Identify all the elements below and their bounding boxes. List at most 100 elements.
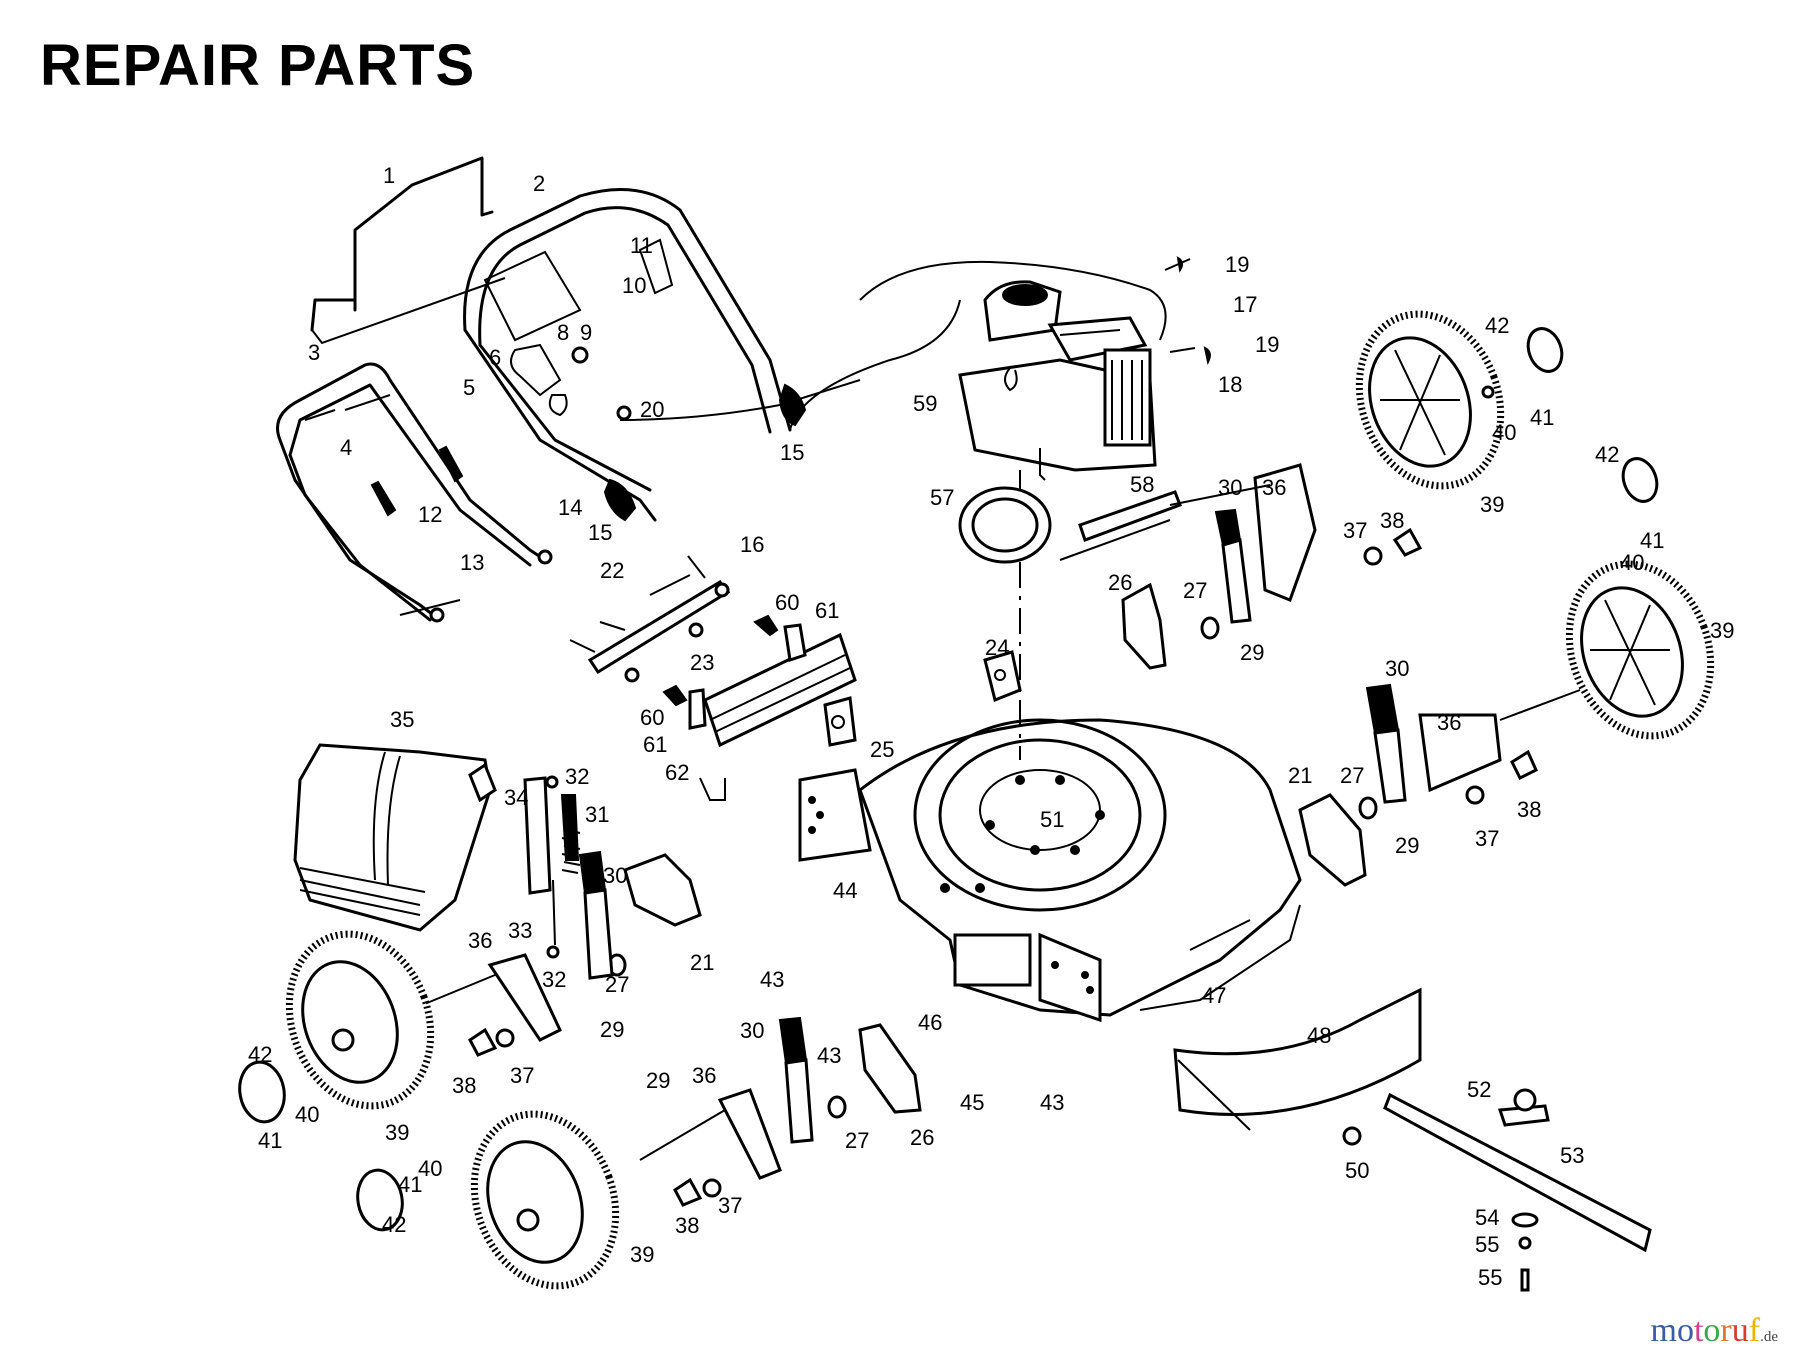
- leader-line: [1059, 519, 1171, 561]
- watermark-letter: o: [1676, 1312, 1694, 1349]
- part-bolts-38: [468, 527, 1538, 1207]
- callout-29a: 29: [1240, 640, 1264, 665]
- callout-42a: 42: [1485, 313, 1509, 338]
- callout-29c: 29: [600, 1017, 624, 1042]
- part-spring-31: [561, 829, 581, 874]
- callout-60b: 60: [640, 705, 664, 730]
- callout-6: 6: [489, 345, 501, 370]
- callout-36b: 36: [1437, 710, 1461, 735]
- callout-39c: 39: [385, 1120, 409, 1145]
- callout-42c: 42: [248, 1042, 272, 1067]
- callout-17: 17: [1233, 292, 1257, 317]
- callout-30a: 30: [1218, 475, 1242, 500]
- callout-43c: 43: [1040, 1090, 1064, 1115]
- callout-40d: 40: [418, 1156, 442, 1181]
- callout-2: 2: [533, 171, 545, 196]
- callout-38a: 38: [1380, 508, 1404, 533]
- callout-32b: 32: [542, 967, 566, 992]
- callout-27b: 27: [1340, 763, 1364, 788]
- callout-45: 45: [960, 1090, 984, 1115]
- callout-3: 3: [308, 340, 320, 365]
- callout-57: 57: [930, 485, 954, 510]
- callout-26a: 26: [1108, 570, 1132, 595]
- callout-40b: 40: [1620, 550, 1644, 575]
- callout-39a: 39: [1480, 492, 1504, 517]
- part-axle-brackets: [409, 463, 1581, 1180]
- callout-43a: 43: [760, 967, 784, 992]
- part-levers: [578, 508, 1407, 1144]
- callout-40a: 40: [1492, 420, 1516, 445]
- callout-34: 34: [504, 785, 528, 810]
- callout-50: 50: [1345, 1158, 1369, 1183]
- callout-37b: 37: [1475, 826, 1499, 851]
- part-58: [1078, 490, 1182, 542]
- watermark-letter: m: [1650, 1312, 1677, 1349]
- callout-1: 1: [383, 163, 395, 188]
- callout-38d: 38: [675, 1213, 699, 1238]
- callout-54: 54: [1475, 1205, 1499, 1230]
- callout-46: 46: [918, 1010, 942, 1035]
- callout-31: 31: [585, 802, 609, 827]
- part-nut-50: [1342, 1126, 1362, 1146]
- callout-4: 4: [340, 435, 352, 460]
- callout-37c: 37: [510, 1063, 534, 1088]
- callout-30b: 30: [1385, 656, 1409, 681]
- watermark-logo: motoruf.de: [1651, 1312, 1778, 1350]
- part-clip-18: [1203, 346, 1211, 365]
- callout-15b: 15: [588, 520, 612, 545]
- callout-36c: 36: [468, 928, 492, 953]
- callout-59: 59: [913, 391, 937, 416]
- watermark-letter: t: [1693, 1312, 1704, 1349]
- callout-29b: 29: [1395, 833, 1419, 858]
- part-wheel-rear-right: [1355, 310, 1564, 490]
- callout-27d: 27: [845, 1128, 869, 1153]
- watermark-letter: o: [1703, 1312, 1721, 1349]
- part-main-handle: [463, 188, 961, 522]
- callout-26b: 26: [910, 1125, 934, 1150]
- callout-8: 8: [557, 320, 569, 345]
- callout-40c: 40: [295, 1102, 319, 1127]
- watermark-letter: u: [1731, 1312, 1749, 1349]
- part-pivot-24: [983, 650, 1022, 703]
- callout-18: 18: [1218, 372, 1242, 397]
- callout-47: 47: [1202, 983, 1226, 1008]
- callout-5: 5: [463, 375, 475, 400]
- callout-55b: 55: [1478, 1265, 1502, 1290]
- callout-38c: 38: [452, 1073, 476, 1098]
- callout-42b: 42: [1595, 442, 1619, 467]
- callout-23: 23: [690, 650, 714, 675]
- part-wheel-front-left: [356, 1110, 620, 1290]
- part-height-plate-26-top: [1121, 582, 1220, 670]
- watermark-letter: r: [1720, 1312, 1732, 1349]
- part-front-axle-bracket: [798, 696, 872, 862]
- callout-21a: 21: [1288, 763, 1312, 788]
- callout-62: 62: [665, 760, 689, 785]
- callout-37d: 37: [718, 1193, 742, 1218]
- callout-48: 48: [1307, 1023, 1331, 1048]
- callout-27c: 27: [605, 972, 629, 997]
- callout-41b: 41: [1640, 528, 1664, 553]
- callout-52: 52: [1467, 1077, 1491, 1102]
- callout-55a: 55: [1475, 1232, 1499, 1257]
- callout-53: 53: [1560, 1143, 1584, 1168]
- callout-30c: 30: [603, 863, 627, 888]
- callout-14: 14: [558, 495, 582, 520]
- callout-44: 44: [833, 878, 857, 903]
- callout-42d: 42: [382, 1212, 406, 1237]
- callout-24: 24: [985, 635, 1009, 660]
- callout-61a: 61: [815, 598, 839, 623]
- callout-38b: 38: [1517, 797, 1541, 822]
- part-hinge-bracket-16: [569, 555, 731, 683]
- part-lower-handle: [276, 362, 553, 623]
- part-engine: [859, 260, 1167, 481]
- callout-36a: 36: [1262, 475, 1286, 500]
- callout-41a: 41: [1530, 405, 1554, 430]
- callout-43b: 43: [817, 1043, 841, 1068]
- page-title: REPAIR PARTS: [40, 33, 476, 98]
- callout-39b: 39: [1710, 618, 1734, 643]
- part-blade-53: [1383, 1088, 1652, 1292]
- callout-12: 12: [418, 502, 442, 527]
- callout-32a: 32: [565, 764, 589, 789]
- callout-39d: 39: [630, 1242, 654, 1267]
